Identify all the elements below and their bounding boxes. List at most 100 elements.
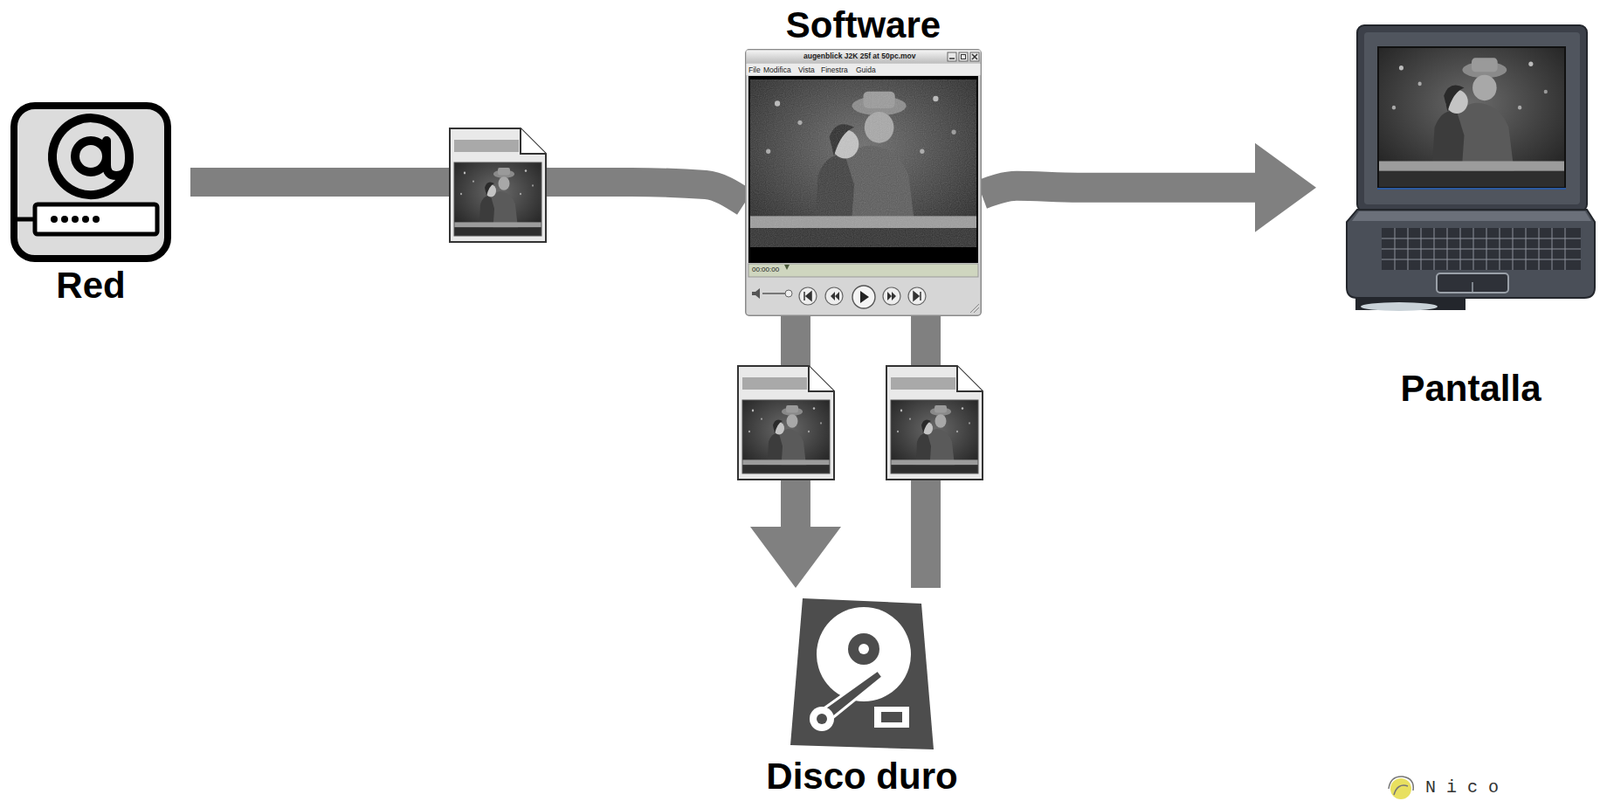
- player-window-part: [970, 303, 980, 313]
- player-window-part: [746, 50, 981, 64]
- logo-mark-part: [1390, 778, 1412, 800]
- node-label: Red: [55, 267, 125, 304]
- player-window-part: [748, 75, 979, 263]
- network-icon-part: [92, 215, 100, 223]
- network-icon-part: [82, 215, 90, 223]
- network-icon-part: [52, 117, 130, 195]
- laptop-icon-part: [1357, 25, 1587, 212]
- file-icon: [886, 365, 983, 480]
- laptop-icon-part-part: [1381, 248, 1581, 250]
- connector-shaft: [981, 186, 1257, 195]
- hard-disk-icon-part: [874, 706, 910, 728]
- player-window-part: [750, 79, 977, 248]
- laptop-icon-part: [1381, 227, 1581, 270]
- logo-text: Nico: [1425, 779, 1510, 797]
- player-window-part: [887, 291, 897, 301]
- player-window-part: [751, 288, 760, 299]
- data-arrow: [981, 143, 1317, 233]
- network-icon-part: [13, 105, 168, 259]
- laptop-icon-part-part: [1460, 227, 1462, 270]
- window-title: augenblick J2K 25f at 50pc.mov: [803, 52, 917, 61]
- laptop-icon-part: [1379, 48, 1565, 187]
- laptop-icon-part-part: [1473, 227, 1475, 270]
- arrow-head: [750, 526, 842, 588]
- laptop-icon-part: [1346, 209, 1595, 298]
- laptop-icon-part: [1436, 273, 1509, 293]
- player-window-part: [949, 57, 955, 60]
- network-icon-part: [75, 140, 107, 173]
- player-window-part: [852, 285, 876, 309]
- player-window-part: [785, 289, 793, 297]
- player-window-part: [947, 52, 957, 62]
- hard-disk-icon: [790, 598, 934, 750]
- network-icon: [13, 105, 168, 259]
- menu-item: Vista: [798, 66, 815, 75]
- menu-item: Modifica: [763, 66, 792, 75]
- logo-mark-part: [1388, 776, 1414, 795]
- laptop-icon-part-part: [1565, 227, 1566, 270]
- player-window-part: [746, 63, 981, 76]
- hard-disk-icon-part: [858, 643, 869, 655]
- network-icon-part: [13, 217, 35, 222]
- laptop-icon: [1346, 25, 1595, 311]
- hard-disk-icon-part: [809, 706, 835, 732]
- laptop-icon-part-part: [1381, 259, 1581, 261]
- laptop-icon-part: [1355, 297, 1466, 311]
- logo-mark: [1388, 776, 1414, 800]
- player-window-part: [748, 263, 979, 277]
- disk-node: Disco duro: [790, 598, 934, 750]
- player-window-part: [970, 52, 980, 62]
- network-icon-part: [50, 215, 58, 223]
- laptop-icon-part-part: [1551, 227, 1553, 270]
- menu-item: Guida: [855, 66, 876, 75]
- player-window: [745, 49, 982, 317]
- player-window-part: [745, 49, 982, 317]
- player-window-part: [825, 287, 843, 305]
- laptop-icon-part: [1360, 302, 1438, 311]
- player-window-part: [882, 287, 901, 305]
- laptop-icon-part-part: [1525, 227, 1527, 270]
- hard-disk-icon-part: [881, 711, 903, 723]
- player-window-part: [961, 55, 966, 60]
- laptop-icon-part-part: [1538, 227, 1540, 270]
- node-label: Software: [786, 6, 941, 44]
- laptop-icon-part-part: [1512, 227, 1514, 270]
- menu-item: File: [748, 66, 761, 75]
- player-window-part: [913, 291, 921, 301]
- hard-disk-icon-part: [848, 633, 880, 665]
- laptop-icon-part: [1377, 46, 1566, 189]
- player-window-part: [972, 54, 978, 60]
- laptop-icon-part: [1351, 211, 1592, 221]
- network-icon-part: [61, 215, 69, 223]
- laptop-icon-part-part: [1394, 227, 1396, 270]
- file-icon: [737, 365, 835, 480]
- laptop-icon-part: [1471, 282, 1474, 293]
- menu-item: Finestra: [820, 66, 849, 75]
- laptop-icon-part-part: [1447, 227, 1449, 270]
- player-window-part: [804, 291, 812, 301]
- laptop-icon-part: [1381, 227, 1581, 270]
- laptop-icon-part-part: [1434, 227, 1435, 270]
- laptop-icon-part: [1377, 187, 1566, 190]
- screen-node: Pantalla: [1346, 25, 1595, 338]
- file-icon: [449, 128, 546, 242]
- software-node: Software: [744, 48, 982, 317]
- network-icon-part: [34, 204, 158, 235]
- player-window-part: [860, 290, 869, 304]
- player-window-part: [750, 79, 977, 248]
- player-window-part: [958, 52, 968, 62]
- laptop-icon-part-part: [1381, 238, 1581, 240]
- laptop-icon-part: [1364, 32, 1580, 205]
- network-node: Red: [10, 102, 172, 263]
- network-icon-part: [71, 215, 79, 223]
- node-label: Disco duro: [765, 758, 958, 795]
- node-label: Pantalla: [1400, 370, 1541, 407]
- hard-disk-icon-part: [790, 598, 934, 750]
- laptop-icon-part-part: [1407, 227, 1409, 270]
- laptop-icon-part-part: [1486, 227, 1488, 270]
- laptop-icon-part-part: [1420, 227, 1422, 270]
- player-window-part: [799, 287, 817, 305]
- player-window-part: [784, 264, 790, 270]
